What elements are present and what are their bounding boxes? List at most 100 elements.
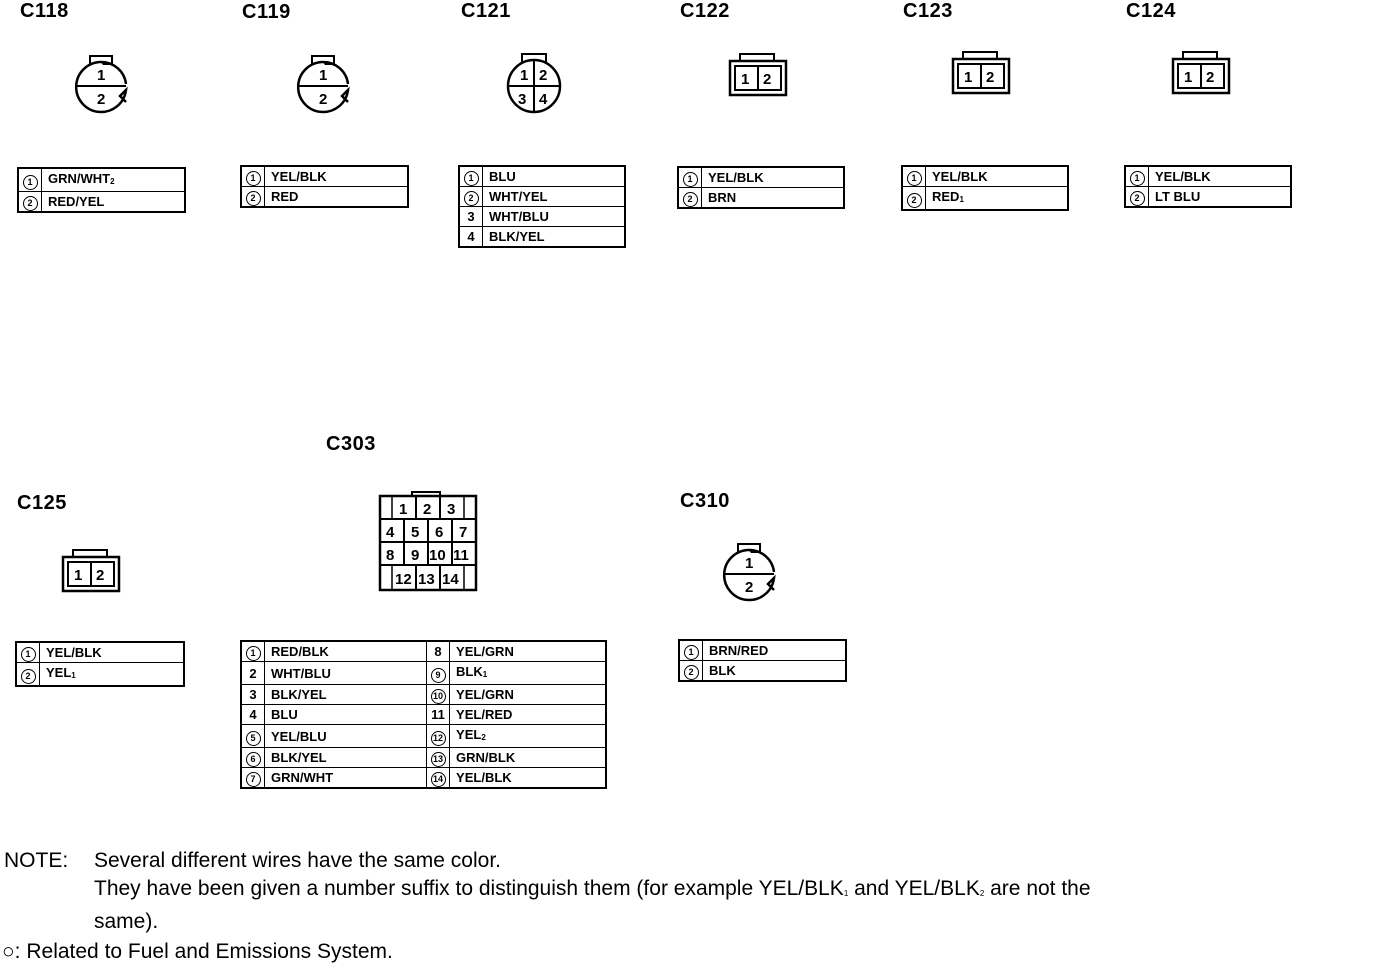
pin-number: 12 bbox=[426, 724, 451, 748]
pin-number: 2 bbox=[240, 661, 265, 685]
pin-label: 13 bbox=[418, 571, 435, 588]
pin-number: 2 bbox=[240, 186, 265, 208]
wire-color-text: WHT/BLU bbox=[489, 209, 549, 224]
wire-color-text: BRN bbox=[708, 190, 737, 205]
wire-color: YEL/BLU bbox=[263, 724, 428, 748]
connector-title-c118: C118 bbox=[20, 0, 69, 22]
connector-face-c125: 1 2 bbox=[61, 548, 123, 594]
wire-color: RED bbox=[264, 186, 409, 208]
pin-label: 1 bbox=[319, 67, 327, 84]
wire-color-text: BLU bbox=[489, 169, 516, 184]
wire-suffix: 2 bbox=[481, 733, 486, 742]
pin-number: 7 bbox=[240, 767, 265, 789]
note-line3: same). bbox=[94, 910, 159, 933]
pin-number: 6 bbox=[240, 747, 265, 768]
pin-number: 1 bbox=[1124, 165, 1149, 187]
pin-label: 3 bbox=[447, 501, 455, 518]
connector-title-c123: C123 bbox=[903, 0, 953, 22]
legend-fuel-emissions: ○: Related to Fuel and Emissions System. bbox=[2, 940, 393, 963]
round-4pin-connector-icon: 1 2 3 4 bbox=[506, 53, 562, 114]
note-suffix-1: 1 bbox=[843, 889, 849, 898]
circled-pin-number: 12 bbox=[430, 730, 446, 746]
wire-color: BRN bbox=[701, 187, 845, 209]
wire-color: YEL/GRN bbox=[449, 640, 607, 662]
pin-label: 2 bbox=[763, 71, 771, 88]
connector-face-c118: 1 2 bbox=[74, 54, 134, 116]
pin-number: 1 bbox=[458, 165, 483, 187]
wire-color-text: BLK/YEL bbox=[271, 750, 327, 765]
pin-number: 1 bbox=[17, 167, 42, 192]
pin-number-text: 3 bbox=[249, 687, 257, 702]
circled-pin-number: 10 bbox=[430, 689, 446, 704]
pin-label: 1 bbox=[74, 567, 82, 584]
circled-pin-number: 1 bbox=[245, 171, 261, 186]
wire-color: GRN/WHT bbox=[263, 767, 428, 789]
wire-color: GRN/BLK bbox=[449, 747, 607, 768]
pin-label: 4 bbox=[539, 91, 548, 108]
pin-number: 1 bbox=[678, 639, 703, 661]
pin-label: 2 bbox=[745, 579, 753, 596]
circled-pin-number: 14 bbox=[430, 772, 446, 787]
pin-label: 2 bbox=[97, 91, 105, 108]
pin-number: 13 bbox=[426, 747, 451, 768]
pin-number: 3 bbox=[240, 684, 265, 705]
pin-number: 1 bbox=[15, 641, 40, 663]
circled-pin-number: 13 bbox=[430, 752, 446, 767]
pin-number: 2 bbox=[1124, 186, 1149, 208]
wire-color: BLU bbox=[263, 704, 428, 725]
circled-pin-number: 2 bbox=[682, 192, 698, 207]
note-block: NOTE: Several different wires have the s… bbox=[4, 846, 501, 876]
wire-color: YEL/BLK bbox=[925, 165, 1069, 187]
wire-color-text: YEL bbox=[456, 727, 482, 742]
circled-pin-number: 9 bbox=[430, 667, 446, 683]
note-line2-part2: and YEL/BLK bbox=[848, 877, 980, 900]
wire-color-text: BLK/YEL bbox=[489, 229, 545, 244]
wire-color-text: BLU bbox=[271, 707, 298, 722]
circled-pin-number: 1 bbox=[1129, 171, 1145, 186]
pin-number-text: 11 bbox=[431, 707, 445, 722]
pin-label: 10 bbox=[429, 547, 446, 564]
circled-pin-number: 1 bbox=[22, 174, 38, 190]
wire-color-text: BLK/YEL bbox=[271, 687, 327, 702]
note-line2-part1: They have been given a number suffix to … bbox=[94, 877, 844, 900]
pin-number: 1 bbox=[901, 165, 926, 187]
pin-number: 2 bbox=[17, 191, 42, 213]
wire-color-text: YEL/BLK bbox=[46, 645, 102, 660]
pin-number: 11 bbox=[426, 704, 451, 725]
wire-color: YEL/RED bbox=[449, 704, 607, 725]
wire-suffix: 1 bbox=[959, 195, 964, 204]
wire-color: YEL/BLK bbox=[701, 166, 845, 188]
connector-title-c303: C303 bbox=[326, 433, 376, 455]
rect-2pin-connector-icon: 1 2 bbox=[1171, 51, 1231, 95]
pin-row: 2 BRN bbox=[677, 187, 845, 209]
pin-label: 2 bbox=[539, 67, 547, 84]
connector-title-c119: C119 bbox=[242, 1, 291, 23]
wire-color: YEL/BLK bbox=[39, 641, 185, 663]
connector-title-c122: C122 bbox=[680, 0, 730, 22]
connector-title-c125: C125 bbox=[17, 492, 67, 514]
pin-number: 2 bbox=[458, 186, 483, 207]
wire-color-text: LT BLU bbox=[1155, 189, 1201, 204]
wire-color: BLU bbox=[482, 165, 626, 187]
pin-number: 1 bbox=[240, 165, 265, 187]
note-line2: They have been given a number suffix to … bbox=[94, 874, 1091, 909]
connector-title-c121: C121 bbox=[461, 0, 511, 22]
pin-number: 5 bbox=[240, 724, 265, 748]
pin-label: 14 bbox=[442, 571, 459, 588]
connector-face-c310: 1 2 bbox=[722, 542, 782, 604]
circled-pin-number: 1 bbox=[682, 172, 698, 187]
wire-color-text: YEL bbox=[46, 665, 72, 680]
pin-label: 11 bbox=[453, 547, 469, 564]
wire-color: YEL1 bbox=[39, 662, 185, 687]
pin-number: 3 bbox=[458, 206, 483, 227]
round-2pin-connector-icon: 1 2 bbox=[722, 543, 776, 602]
